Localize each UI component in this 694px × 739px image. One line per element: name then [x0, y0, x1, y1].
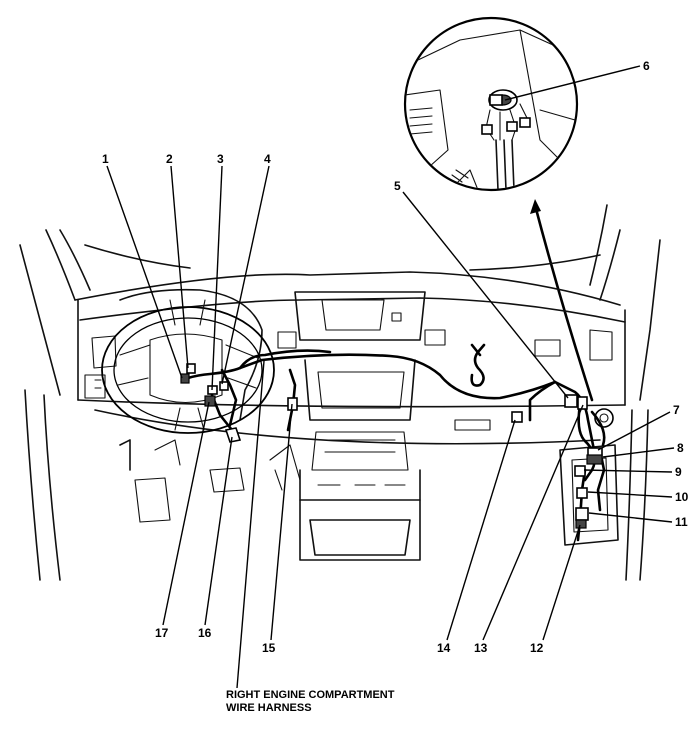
callout-2: 2 — [166, 152, 173, 166]
callout-6: 6 — [643, 59, 650, 73]
detail-arrowhead — [530, 199, 541, 214]
connector-10 — [576, 487, 588, 499]
callout-4: 4 — [264, 152, 271, 166]
connector-13 — [577, 396, 588, 410]
callout-labels: 1 2 3 4 5 6 7 8 9 10 11 12 13 14 15 16 1… — [102, 59, 689, 655]
center-console — [119, 359, 421, 561]
connectors — [180, 94, 603, 529]
connector-14 — [511, 411, 523, 423]
connector-15 — [287, 397, 298, 411]
callout-3: 3 — [217, 152, 224, 166]
callout-17: 17 — [155, 626, 169, 640]
callout-13: 13 — [474, 641, 488, 655]
connector-2 — [186, 363, 196, 374]
connector-8 — [586, 454, 603, 465]
callout-7: 7 — [673, 403, 680, 417]
connector-11 — [575, 507, 589, 521]
harness-caption: RIGHT ENGINE COMPARTMENT WIRE HARNESS — [226, 689, 395, 714]
callout-10: 10 — [675, 490, 689, 504]
connector-17 — [204, 395, 216, 407]
connector-12 — [575, 519, 587, 529]
caption-line-1: RIGHT ENGINE COMPARTMENT — [226, 689, 395, 701]
detail-pointer-arrow — [533, 203, 594, 402]
callout-16: 16 — [198, 626, 212, 640]
callout-14: 14 — [437, 641, 451, 655]
callout-1: 1 — [102, 152, 109, 166]
steering-wheel — [101, 288, 275, 434]
connector-6 — [489, 94, 503, 106]
callout-8: 8 — [677, 441, 684, 455]
connector-16 — [224, 427, 242, 443]
connector-1 — [180, 373, 190, 384]
callout-11: 11 — [675, 515, 688, 529]
callout-5: 5 — [394, 179, 401, 193]
callout-15: 15 — [262, 641, 276, 655]
caption-line-2: WIRE HARNESS — [226, 702, 312, 714]
callout-9: 9 — [675, 465, 682, 479]
callout-12: 12 — [530, 641, 544, 655]
leader-lines — [106, 65, 675, 689]
connector-4 — [219, 381, 229, 391]
connector-9 — [574, 465, 586, 477]
